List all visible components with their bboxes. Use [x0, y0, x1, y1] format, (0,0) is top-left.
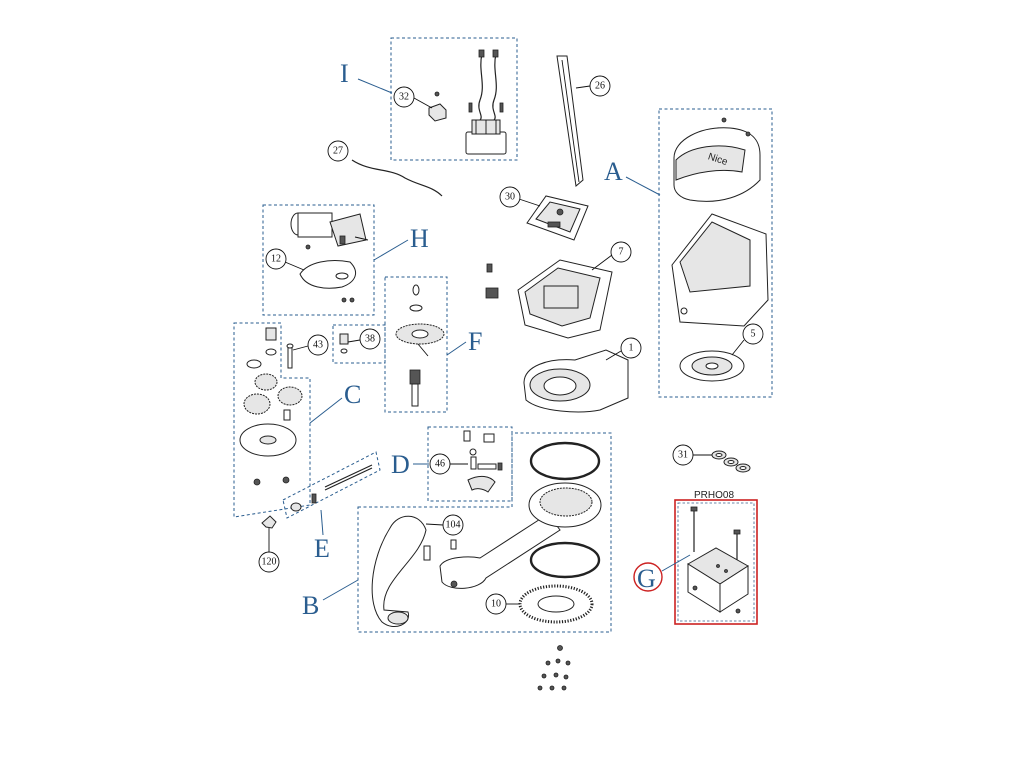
callout-26-label: 26: [595, 81, 605, 92]
group-i-frame: [390, 37, 518, 161]
screw-set-part: [537, 645, 571, 691]
callout-7-label: 7: [619, 247, 624, 258]
group-label-b: B: [302, 591, 319, 620]
callout-38: [359, 328, 381, 350]
group-c-frame: [233, 322, 311, 518]
callout-31: [672, 444, 694, 466]
callout-43: [307, 334, 329, 356]
group-b-frame: [357, 432, 612, 633]
group-label-e: E: [314, 534, 330, 563]
callout-27: [327, 140, 349, 162]
callout-38-label: 38: [365, 334, 375, 345]
group-label-i: I: [340, 59, 349, 88]
top-cover-part: Nice: [673, 117, 761, 202]
callout-1-label: 1: [629, 343, 634, 354]
round-plate-5-part: [679, 350, 745, 382]
callout-7: [610, 241, 632, 263]
encoder-disc-10-part: [518, 584, 594, 624]
group-label-g: G: [637, 564, 656, 593]
callout-120: [258, 551, 280, 573]
oring-top-part: [529, 441, 601, 481]
straight-arm-part: [439, 482, 602, 589]
limit-parts-d-part: [463, 430, 503, 493]
transformer-part: [465, 119, 507, 155]
callout-30: [499, 186, 521, 208]
motor-part: [290, 212, 369, 247]
motor-gasket-12-part: [299, 244, 357, 303]
leader-i: [357, 78, 393, 94]
gear-f-part: [395, 284, 445, 407]
callout-10-label: 10: [491, 599, 501, 610]
callout-5: [742, 323, 764, 345]
kit-label: PRHO08: [694, 490, 734, 501]
leader-b: [322, 579, 359, 601]
leader-h: [373, 239, 409, 261]
group-label-h: H: [410, 224, 429, 253]
callout-1: [620, 337, 642, 359]
gear-train-c-part: [239, 327, 303, 486]
pinion-38-part: [339, 333, 349, 354]
callout-30-label: 30: [505, 192, 515, 203]
callout-31-label: 31: [678, 450, 688, 461]
callout-46-label: 46: [435, 459, 445, 470]
base-housing-1-part: [523, 349, 629, 413]
callout-104: [442, 514, 464, 536]
callout-5-label: 5: [751, 329, 756, 340]
oring-bottom-part: [529, 541, 601, 579]
group-label-a: A: [604, 157, 623, 186]
callout-26: [589, 75, 611, 97]
group-label-f: F: [468, 327, 482, 356]
mounting-bracket-part: [687, 506, 749, 614]
control-board-30-part: [526, 195, 589, 241]
group-g-highlight-circle: [633, 562, 663, 592]
group-a-frame: [658, 108, 773, 398]
leader-c: [309, 397, 343, 424]
cable-pair-part: [468, 49, 504, 121]
release-shaft-e-part: [290, 464, 373, 512]
callout-12-label: 12: [271, 254, 281, 265]
callout-120-label: 120: [262, 557, 277, 568]
leader-e: [320, 509, 324, 536]
group-g-frame: [674, 499, 758, 625]
callout-27-label: 27: [333, 146, 343, 157]
group-label-c: C: [344, 380, 361, 409]
callout-32: [393, 86, 415, 108]
connector-32-part: [428, 91, 447, 122]
leader-a: [625, 176, 661, 196]
callout-104-label: 104: [446, 520, 461, 531]
callout-43-label: 43: [313, 340, 323, 351]
group-e-frame: [282, 451, 381, 519]
pin-43-part: [286, 343, 294, 369]
group-d-frame: [427, 426, 513, 502]
callout-46: [429, 453, 451, 475]
ribbon-cable-26-part: [556, 55, 584, 187]
frame-7-part: [485, 259, 613, 339]
leader-f: [446, 341, 467, 356]
group-label-d: D: [391, 450, 410, 479]
spacers-31-part: [711, 450, 751, 473]
leader-g: [661, 554, 691, 572]
callout-12: [265, 248, 287, 270]
callout-32-label: 32: [399, 92, 409, 103]
group-f-sub-frame: [332, 324, 386, 364]
curved-arm-104-part: [371, 515, 457, 627]
release-key-120-part: [261, 515, 277, 529]
cable-27-part: [351, 159, 443, 197]
main-housing-part: [671, 213, 769, 327]
callout-10: [485, 593, 507, 615]
